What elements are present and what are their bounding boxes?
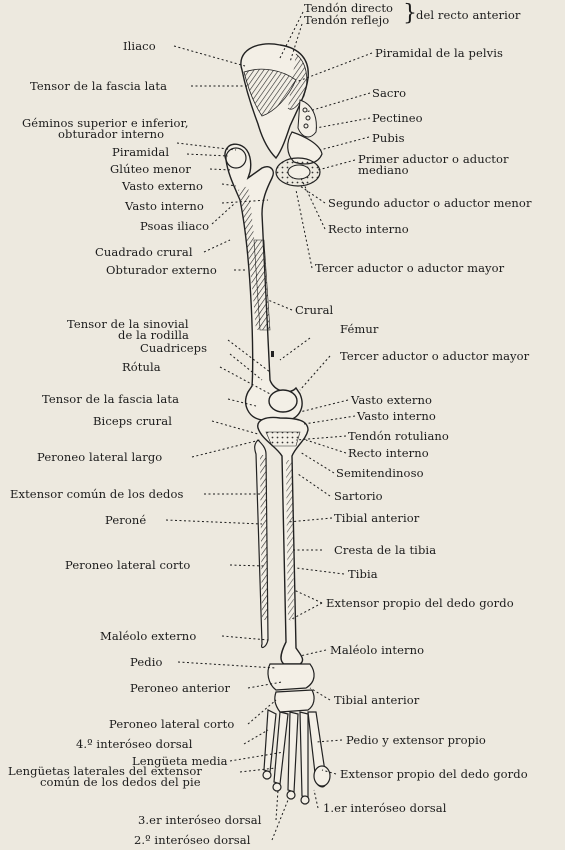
label-peroneo-lateral-corto-mid: Peroneo lateral corto [65, 559, 190, 571]
label-semitendinoso: Semitendinoso [336, 467, 424, 479]
label-pubis: Pubis [372, 132, 405, 144]
label-segundo-aductor: Segundo aductor o aductor menor [328, 197, 532, 209]
label-vasto-interno-knee: Vasto interno [357, 410, 436, 422]
label-obturador-externo: Obturador externo [106, 264, 217, 276]
label-primer-interoseo: 1.er interóseo dorsal [323, 802, 446, 814]
label-tensor-fascia-lata-knee: Tensor de la fascia lata [42, 393, 179, 405]
label-pedio: Pedio [130, 656, 163, 668]
label-tensor-sinovial-2: de la rodilla [118, 330, 189, 341]
label-vasto-externo-knee: Vasto externo [351, 394, 432, 406]
label-tercer-aductor-mid: Tercer aductor o aductor mayor [340, 350, 529, 362]
label-lenguetas-2: común de los dedos del pie [40, 777, 201, 788]
patella-bone [269, 390, 297, 412]
hip-bone [241, 44, 322, 186]
label-tercer-aductor-top: Tercer aductor o aductor mayor [315, 262, 504, 274]
label-crural: Crural [295, 304, 333, 316]
label-tendon-reflejo: Tendón reflejo [304, 14, 389, 26]
label-vasto-externo-top: Vasto externo [122, 180, 203, 192]
label-cresta-tibia: Cresta de la tibia [334, 544, 436, 556]
label-perone: Peroné [105, 514, 146, 526]
label-peroneo-lateral-corto-foot: Peroneo lateral corto [109, 718, 234, 730]
label-gluteo-menor: Glúteo menor [110, 163, 191, 175]
label-maleolo-externo: Maléolo externo [100, 630, 196, 642]
label-cuarto-interoseo: 4.º interóseo dorsal [76, 738, 192, 750]
label-maleolo-interno: Maléolo interno [330, 644, 424, 656]
label-pedio-extensor: Pedio y extensor propio [346, 734, 486, 746]
label-vasto-interno-top: Vasto interno [125, 200, 204, 212]
label-sartorio: Sartorio [334, 490, 383, 502]
label-geminos-2: obturador interno [58, 129, 164, 140]
label-peroneo-anterior: Peroneo anterior [130, 682, 230, 694]
label-recto-interno-knee: Recto interno [348, 447, 429, 459]
label-tensor-fascia-lata-top: Tensor de la fascia lata [30, 80, 167, 92]
label-cuadrado-crural: Cuadrado crural [95, 246, 193, 258]
label-iliaco: Iliaco [123, 40, 156, 52]
label-cuadriceps: Cuadriceps [140, 342, 207, 354]
lower-leg-bones [255, 417, 308, 664]
label-segundo-interoseo: 2.º interóseo dorsal [134, 834, 250, 846]
label-tibia: Tibia [348, 568, 378, 580]
label-sacro: Sacro [372, 87, 406, 99]
label-biceps-crural: Biceps crural [93, 415, 172, 427]
label-tercer-interoseo: 3.er interóseo dorsal [138, 814, 261, 826]
label-extensor-comun: Extensor común de los dedos [10, 488, 183, 500]
label-primer-aductor-2: mediano [358, 165, 409, 176]
label-peroneo-lateral-largo: Peroneo lateral largo [37, 451, 162, 463]
label-recto-interno-top: Recto interno [328, 223, 409, 235]
label-del-recto-anterior: del recto anterior [416, 9, 521, 21]
label-piramidal: Piramidal [112, 146, 169, 158]
label-pectineo: Pectineo [372, 112, 423, 124]
foot-bones [263, 664, 330, 804]
label-piramidal-pelvis: Piramidal de la pelvis [375, 47, 503, 59]
label-tibial-anterior-foot: Tibial anterior [334, 694, 419, 706]
label-extensor-propio-foot: Extensor propio del dedo gordo [340, 768, 528, 780]
brace-symbol: } [403, 3, 417, 25]
label-extensor-propio-mid: Extensor propio del dedo gordo [326, 597, 514, 609]
label-psoas-iliaco: Psoas iliaco [140, 220, 209, 232]
label-rotula: Rótula [122, 361, 161, 373]
label-tendon-rotuliano: Tendón rotuliano [348, 430, 449, 442]
label-femur: Fémur [340, 323, 378, 335]
label-tibial-anterior-mid: Tibial anterior [334, 512, 419, 524]
